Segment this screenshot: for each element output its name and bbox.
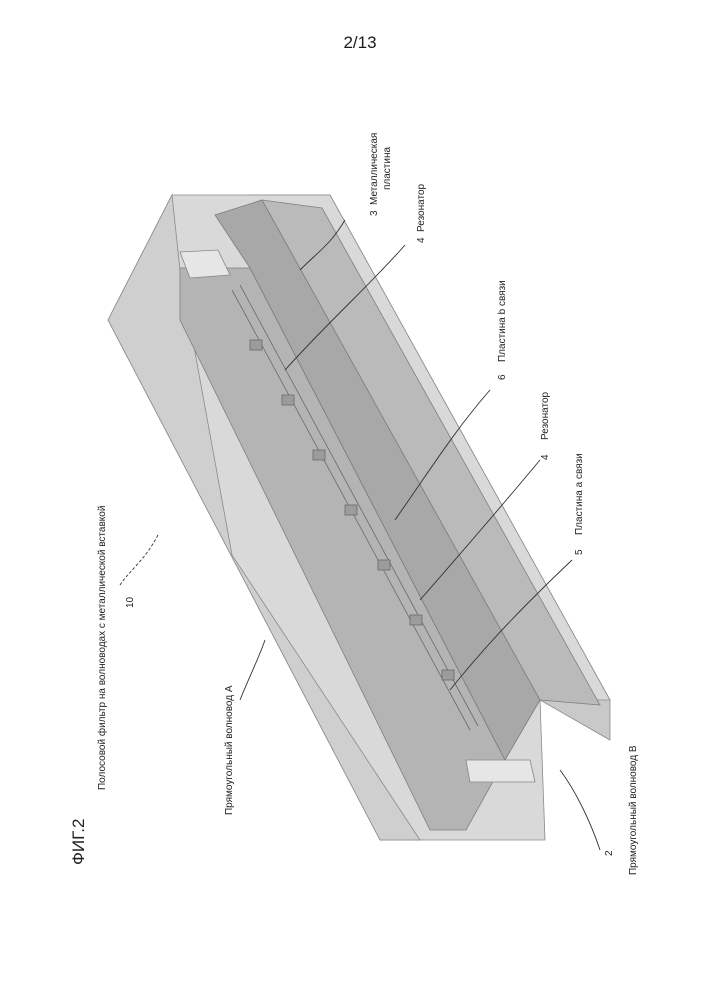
ref-number-6: 6 [497, 374, 508, 380]
label-waveguide-b: Прямоугольный волновод В [628, 745, 639, 875]
label-resonator-a: Резонатор [416, 184, 427, 233]
ref-number-5: 5 [574, 549, 585, 555]
ref-number-3: 3 [369, 210, 380, 216]
label-coupling-a: Пластина а связи [574, 453, 585, 535]
label-metal-plate-line2: пластина [382, 147, 393, 191]
leader-10 [120, 535, 158, 585]
label-resonator-b: Резонатор [540, 392, 551, 441]
ref-number-4a: 4 [416, 237, 427, 243]
ref-number-10: 10 [125, 596, 136, 608]
figure-title: ФИГ.2 [69, 819, 88, 865]
ref-number-2: 2 [604, 850, 615, 856]
leader-b [560, 770, 600, 850]
label-waveguide-a: Прямоугольный волновод А [224, 685, 235, 815]
waveguide-b-opening [466, 760, 535, 782]
ref-number-4b: 4 [540, 454, 551, 460]
figure-caption: Полосовой фильтр на волноводах с металли… [96, 506, 108, 790]
label-coupling-b: Пластина b связи [497, 280, 508, 362]
label-metal-plate-line1: Металлическая [369, 133, 380, 205]
leader-a [240, 640, 265, 700]
